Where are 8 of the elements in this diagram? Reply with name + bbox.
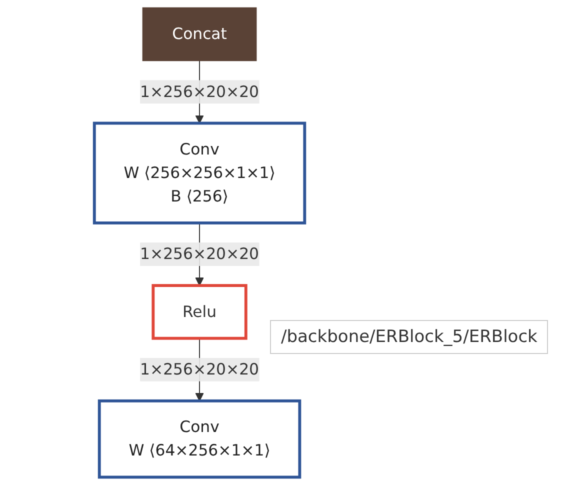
node-box: Conv W ⟨64×256×1×1⟩ (98, 399, 302, 479)
edge-label: 1×256×20×20 (140, 244, 260, 264)
node-box: Conv W ⟨256×256×1×1⟩ B ⟨256⟩ (93, 122, 307, 224)
edge-label: 1×256×20×20 (140, 82, 260, 101)
tooltip-text: /backbone/ERBlock_5/ERBlock (270, 320, 548, 354)
node-box: Relu (152, 284, 248, 340)
node-box: Concat (142, 7, 258, 62)
edge-label: 1×256×20×20 (140, 360, 260, 378)
